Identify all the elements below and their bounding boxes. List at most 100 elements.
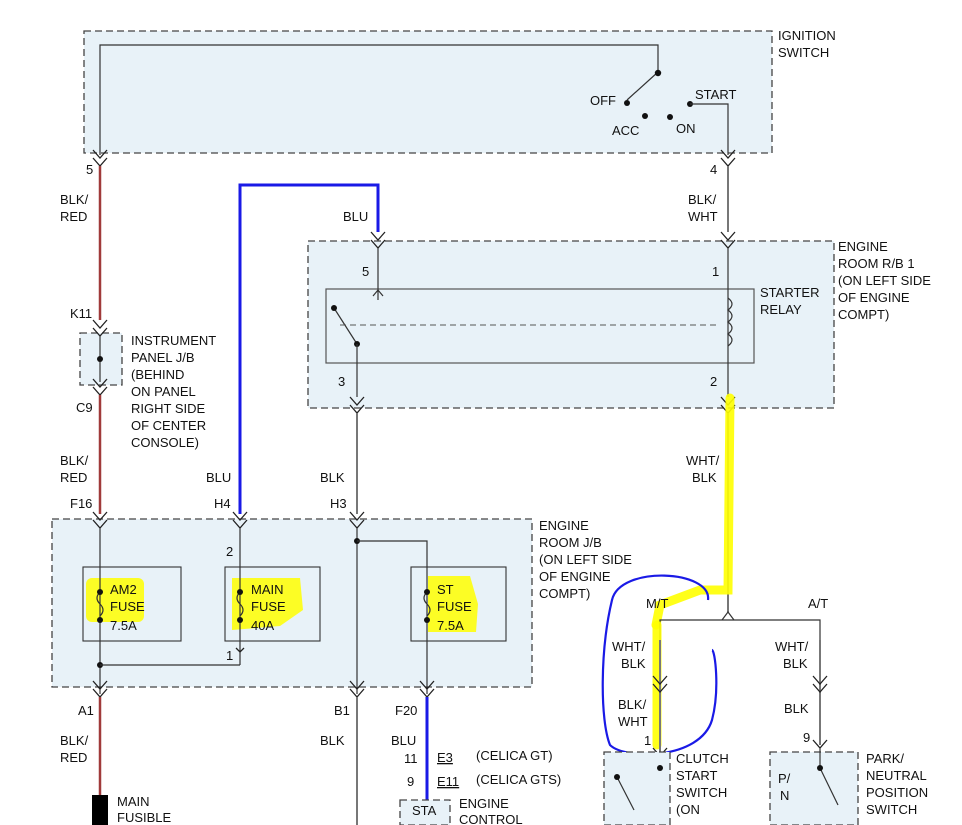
jb-pin-2: 2	[226, 544, 233, 559]
jb-label-3: (ON LEFT SIDE	[539, 552, 632, 567]
ignition-on-contact	[667, 114, 673, 120]
am2-fuse-box	[82, 566, 182, 642]
clutch-switch-contact	[657, 765, 663, 771]
mt-at-branch-bus	[659, 619, 821, 640]
wire-label-blk: BLK	[320, 470, 345, 485]
rb1-pin-2: 2	[710, 374, 717, 389]
rb1-pin-5: 5	[362, 264, 369, 279]
rb1-label-2: ROOM R/B 1	[838, 256, 915, 271]
jb-pin-h4: H4	[214, 496, 231, 511]
highlight-wht-blk-wire	[651, 393, 735, 630]
main-fuse-dot-bottom	[237, 617, 243, 623]
am2-fuse-element	[96, 591, 104, 617]
pn-switch-box	[769, 751, 859, 825]
relay-coil	[727, 297, 733, 347]
ip-jb-label-1: INSTRUMENT	[131, 333, 216, 348]
main-fuse-box	[224, 566, 321, 642]
ignition-switch-box	[83, 30, 773, 154]
clutch-switch-pivot	[614, 774, 620, 780]
jb-pin-1: 1	[226, 648, 233, 663]
am2-fuse-dot-bottom	[97, 617, 103, 623]
starter-relay-label-1: STARTER	[760, 285, 819, 300]
jb-pin-h3: H3	[330, 496, 347, 511]
ip-jb-label-4: ON PANEL	[131, 384, 196, 399]
wire-label-mt-blk-wht-a: BLK/	[618, 697, 647, 712]
ecm-e11-note: (CELICA GTS)	[476, 772, 561, 787]
jb-pin-f20: F20	[395, 703, 417, 718]
ecm-connector-e3: E3	[437, 750, 453, 765]
ecm-pin-11: 11	[404, 751, 418, 766]
main-fusible-label-1: MAIN	[117, 794, 150, 809]
pn-label-1: PARK/	[866, 751, 904, 766]
wire-label-at-wht-blk-a: WHT/	[775, 639, 809, 654]
ignition-off-label: OFF	[590, 93, 616, 108]
pn-label-4: SWITCH	[866, 802, 917, 817]
rb1-label-1: ENGINE	[838, 239, 888, 254]
rb1-pin-3: 3	[338, 374, 345, 389]
jb-pin-f16: F16	[70, 496, 92, 511]
blu-wire-main	[238, 183, 380, 514]
ip-jb-label-2: PANEL J/B	[131, 350, 195, 365]
ignition-start-wire	[690, 103, 729, 155]
highlight-main-fuse	[232, 578, 303, 630]
starter-relay-label-2: RELAY	[760, 302, 802, 317]
branch-label-mt: M/T	[646, 596, 668, 611]
rb1-label-3: (ON LEFT SIDE	[838, 273, 931, 288]
clutch-switch-blade	[616, 776, 635, 811]
ecm-connector-e11: E11	[437, 774, 459, 789]
clutch-pin-1: 1	[644, 733, 651, 748]
pn-label-2: NEUTRAL	[866, 768, 927, 783]
st-fuse-box	[410, 566, 507, 642]
ip-jb-label-7: CONSOLE)	[131, 435, 199, 450]
relay-switch-pivot	[331, 305, 337, 311]
jb-label-2: ROOM J/B	[539, 535, 602, 550]
am2-fuse-dot-top	[97, 589, 103, 595]
wire-label-wht-blk-a: WHT/	[686, 453, 720, 468]
ip-jb-pin-k11: K11	[70, 306, 92, 321]
rb1-label-4: OF ENGINE	[838, 290, 910, 305]
clutch-label-1: CLUTCH	[676, 751, 729, 766]
ecm-box	[399, 799, 451, 825]
wire-label-blu: BLU	[343, 209, 368, 224]
ignition-start-label: START	[695, 87, 736, 102]
ignition-acc-label: ACC	[612, 123, 639, 138]
st-fuse-feed	[357, 540, 428, 694]
am2-fuse-label-2: FUSE	[110, 599, 145, 614]
ignition-internal-wire	[99, 44, 659, 155]
wire-label-blk-red-1a: BLK/	[60, 192, 89, 207]
st-fuse-label-1: ST	[437, 582, 454, 597]
jb-label-1: ENGINE	[539, 518, 589, 533]
wire-label-mt-wht-blk-b: BLK	[621, 656, 646, 671]
ignition-pivot	[654, 69, 662, 77]
wire-label-blk-bottom: BLK	[320, 733, 345, 748]
main-fuse-dot-top	[237, 589, 243, 595]
wire-label-blk-red-3a: BLK/	[60, 733, 89, 748]
wire-label-at-wht-blk-b: BLK	[783, 656, 808, 671]
jb-pin1-mark	[235, 647, 245, 653]
pn-switch-blade	[819, 767, 839, 806]
wire-label-mt-blk-wht-b: WHT	[618, 714, 648, 729]
ip-jb-label-6: OF CENTER	[131, 418, 206, 433]
st-fuse-element	[423, 591, 431, 617]
main-fusible-link-body	[92, 795, 108, 825]
ecm-label-1: ENGINE	[459, 796, 509, 811]
wire-label-blu-bottom: BLU	[391, 733, 416, 748]
ecm-label-2: CONTROL	[459, 812, 523, 825]
ecm-sta-label: STA	[412, 803, 437, 818]
main-fuse-label-1: MAIN	[251, 582, 284, 597]
main-fuse-element	[236, 591, 244, 617]
jb-label-5: COMPT)	[539, 586, 590, 601]
wire-label-blu-2: BLU	[206, 470, 231, 485]
ip-jb-label-3: (BEHIND	[131, 367, 184, 382]
ignition-off-contact	[624, 100, 630, 106]
highlight-st-fuse	[428, 576, 478, 632]
ecm-pin-9: 9	[407, 774, 414, 789]
pn-switch-pivot	[817, 765, 823, 771]
st-fuse-dot-top	[424, 589, 430, 595]
ignition-switch-label-1: IGNITION	[778, 28, 836, 43]
hand-drawn-circle-marker	[601, 574, 718, 756]
ignition-on-label: ON	[676, 121, 696, 136]
ecm-e3-note: (CELICA GT)	[476, 748, 553, 763]
starter-relay-box	[325, 288, 755, 364]
